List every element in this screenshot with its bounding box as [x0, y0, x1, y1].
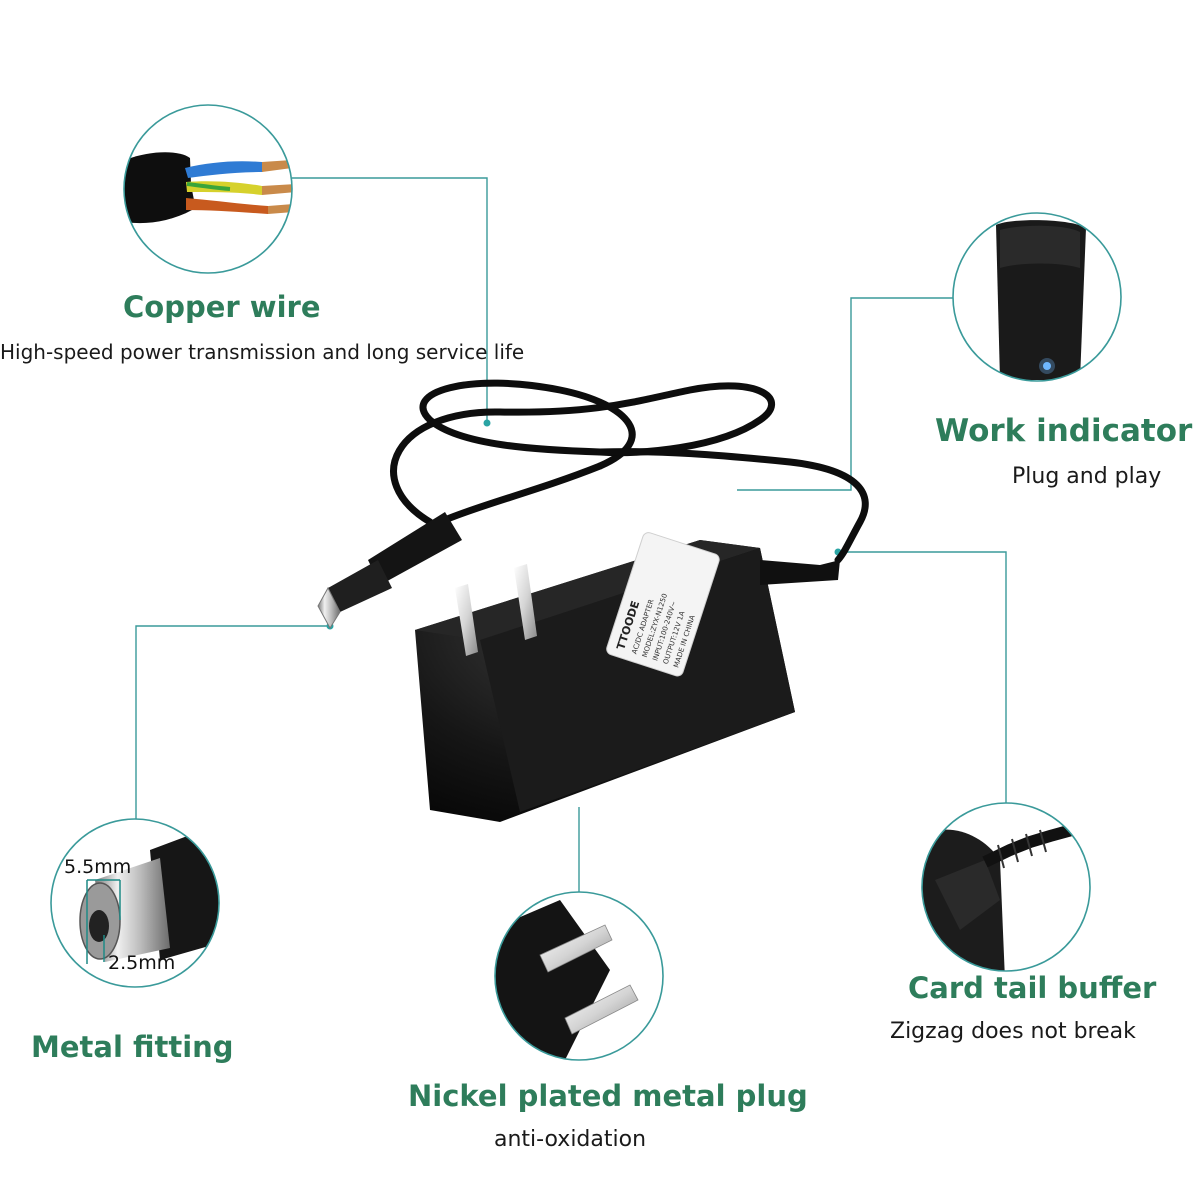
inner-diameter-label: 2.5mm [108, 952, 176, 974]
card-tail-buffer-title: Card tail buffer [908, 971, 1157, 1005]
work-indicator-subtitle: Plug and play [1012, 464, 1162, 489]
copper-wire-title: Copper wire [123, 290, 321, 324]
card-tail-buffer-subtitle: Zigzag does not break [890, 1019, 1136, 1044]
copper-wire-closeup [123, 104, 293, 274]
outer-diameter-label: 5.5mm [64, 856, 132, 878]
work-indicator-title: Work indicator [935, 413, 1193, 449]
leader-line-card-tail [838, 551, 1007, 803]
metal-plug-subtitle: anti-oxidation [494, 1127, 647, 1152]
leader-lines [135, 177, 1007, 892]
leader-line-metal-fitting [135, 625, 330, 819]
card-tail-buffer-closeup [921, 802, 1091, 972]
metal-fitting-title: Metal fitting [31, 1030, 234, 1064]
work-indicator-closeup [952, 212, 1122, 382]
metal-plug-title: Nickel plated metal plug [408, 1079, 808, 1113]
leader-line-copper-wire [292, 177, 488, 423]
adapter-body: TTOODE AC/DC ADAPTER MODEL:ZYX-N1250 INP… [415, 532, 840, 822]
copper-wire-subtitle: High-speed power transmission and long s… [0, 340, 525, 364]
metal-fitting-closeup [50, 818, 220, 988]
dc-connector [317, 512, 462, 629]
cable [390, 379, 869, 564]
leader-line-work-indicator [737, 297, 953, 491]
metal-plug-closeup [494, 891, 664, 1061]
